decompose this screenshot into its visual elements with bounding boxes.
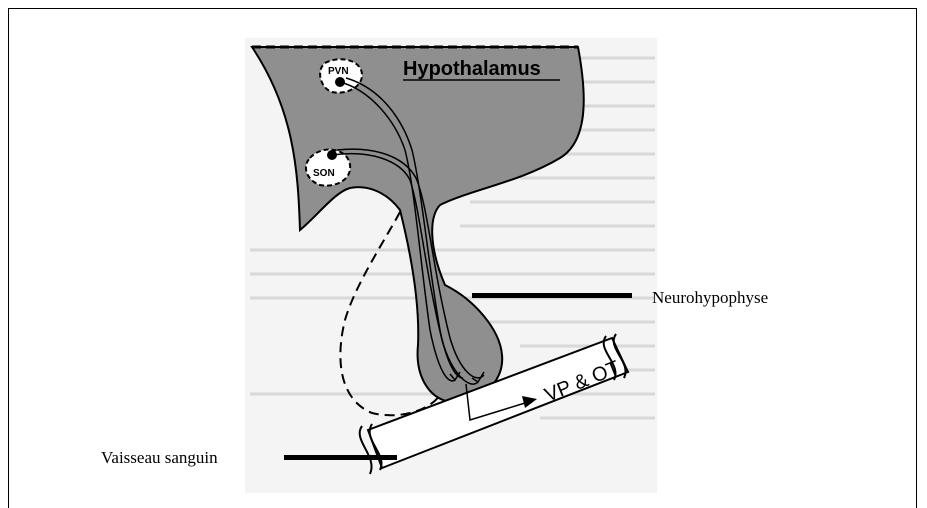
vaisseau-label: Vaisseau sanguin — [101, 448, 218, 467]
neurohypophyse-label: Neurohypophyse — [652, 288, 768, 307]
pvn-label: PVN — [328, 66, 349, 77]
neurohypophyse-pointer — [472, 293, 632, 298]
vaisseau-pointer — [284, 455, 397, 460]
hypothalamus-label: Hypothalamus — [403, 58, 541, 80]
son-label: SON — [313, 168, 335, 179]
